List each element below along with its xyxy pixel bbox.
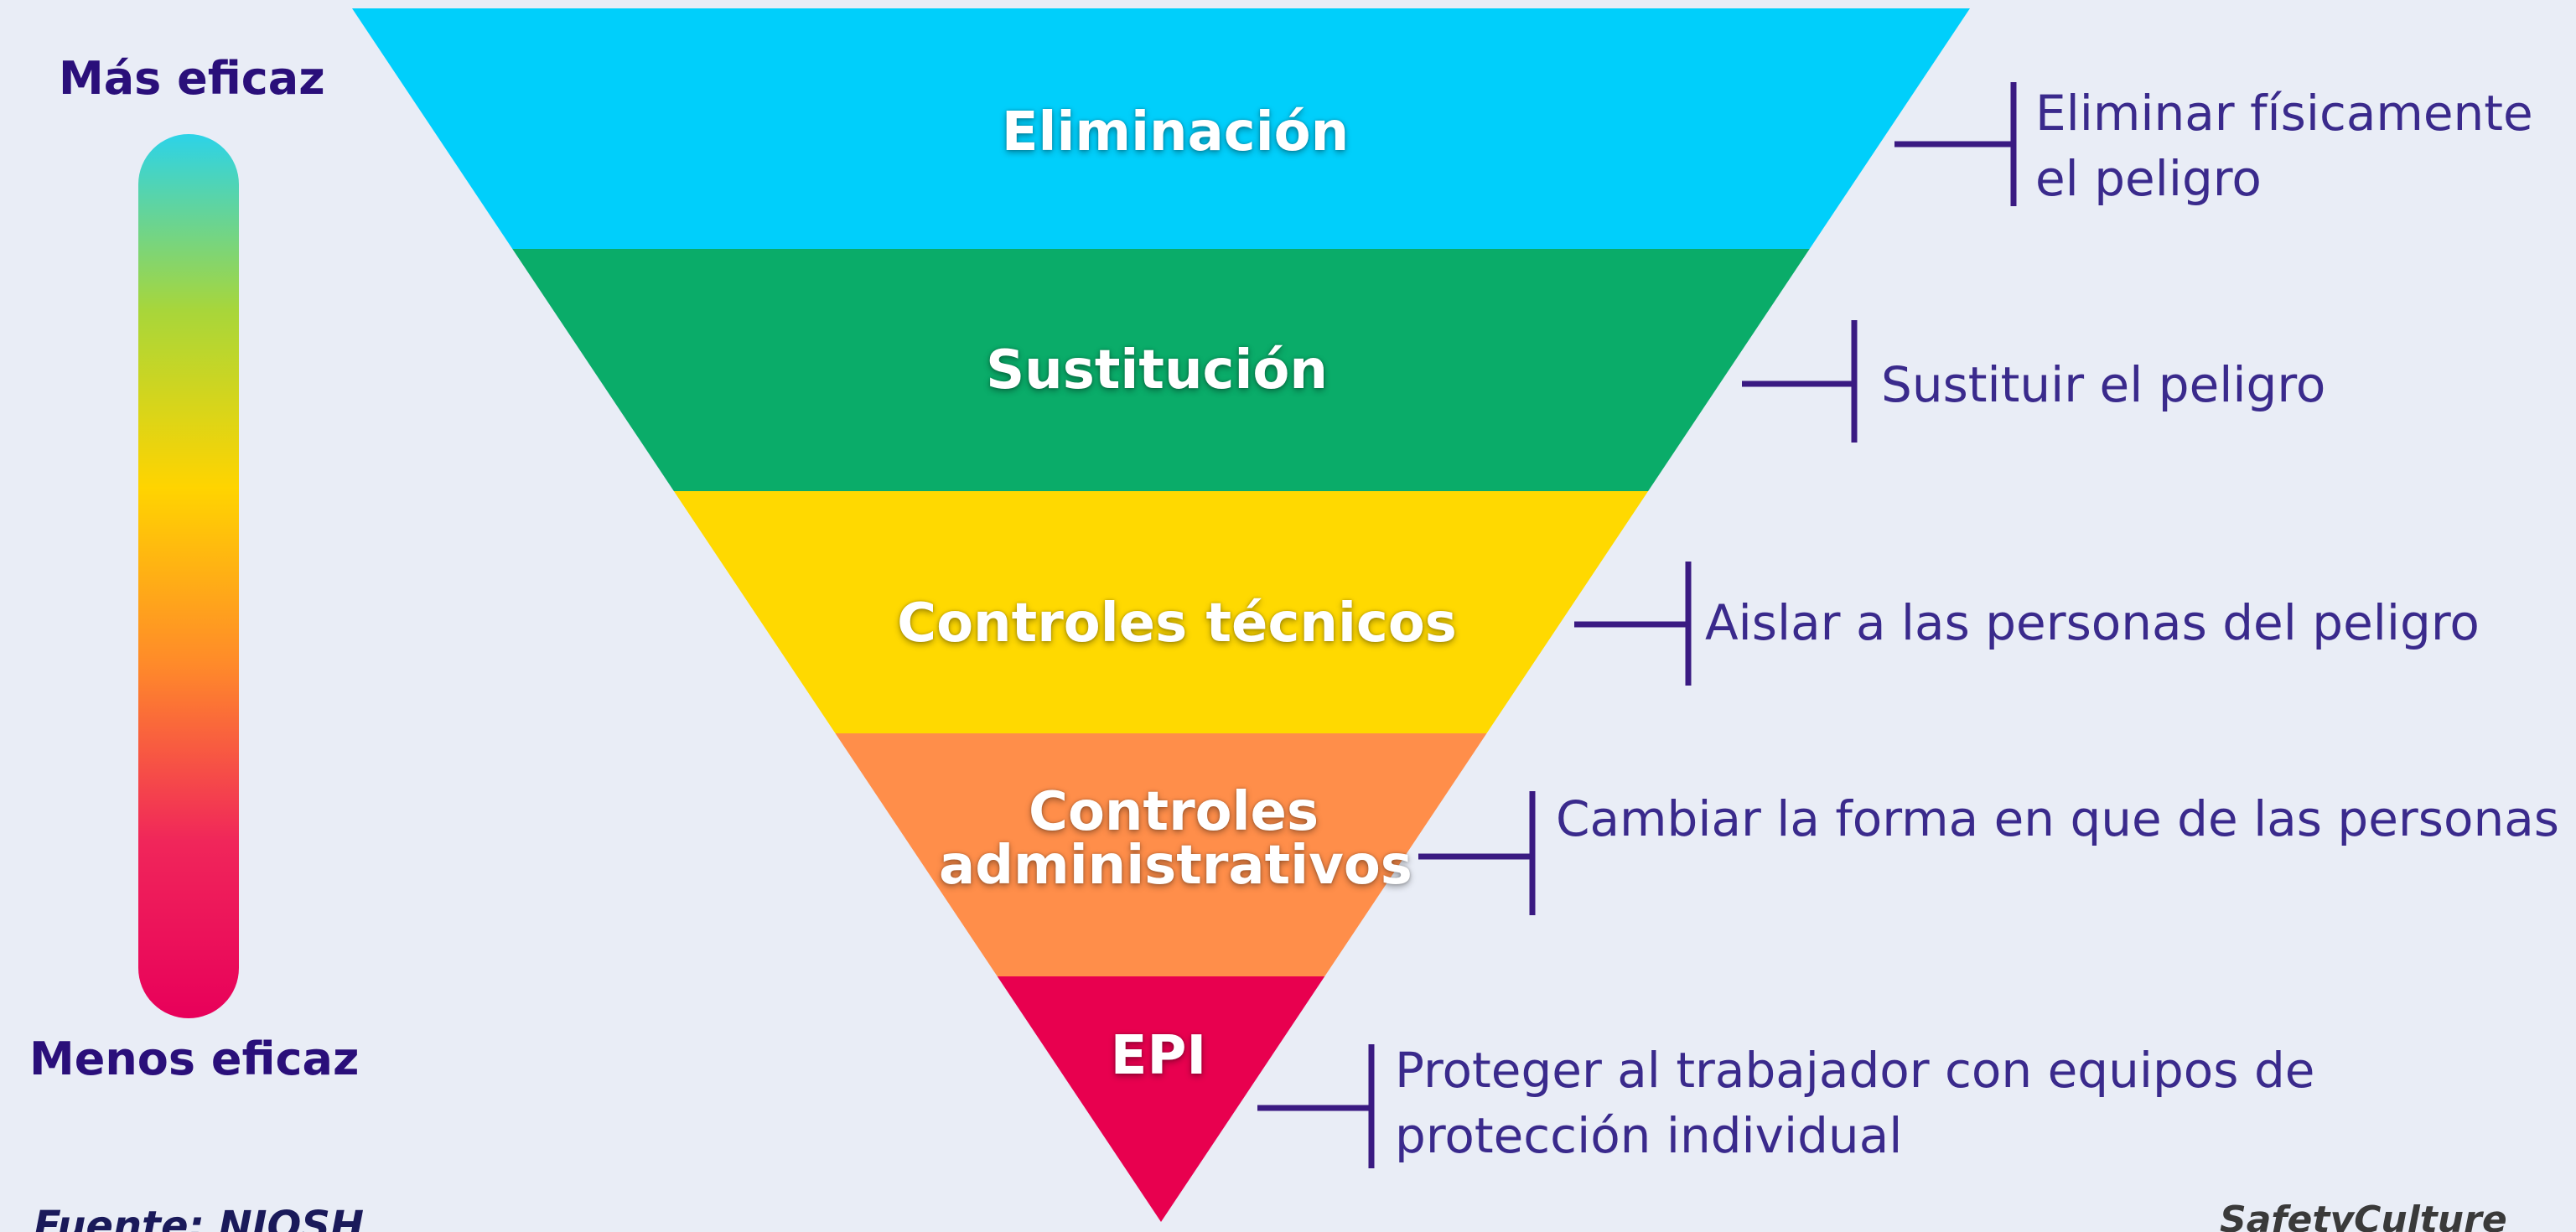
level-label-substitution: Sustitución [986, 339, 1328, 401]
level-label-administrative-controls: Controles administrativos [939, 781, 1412, 897]
brackets [1257, 82, 2017, 1168]
pyramid-band-ppe [997, 976, 1325, 1222]
description-administrative-controls: Cambiar la forma en que de las personas [1556, 790, 2559, 847]
description-ppe: Proteger al trabajador con equipos de pr… [1395, 1042, 2315, 1164]
level-label-elimination: Eliminación [1001, 101, 1350, 163]
description-substitution: Sustituir el peligro [1881, 356, 2326, 413]
pyramid-band-elimination [352, 8, 1970, 249]
description-elimination: Eliminar físicamente el peligro [2035, 85, 2533, 207]
least-effective-label: Menos eficaz [29, 1033, 360, 1085]
source-note: Fuente: NIOSH [34, 1203, 365, 1232]
most-effective-label: Más eficaz [59, 52, 325, 105]
pyramid [352, 8, 1970, 1222]
level-label-ppe: EPI [1110, 1025, 1207, 1087]
description-engineering-controls: Aislar a las personas del peligro [1705, 594, 2480, 651]
pyramid-band-engineering-controls [673, 491, 1649, 733]
level-label-engineering-controls: Controles técnicos [897, 593, 1457, 655]
pyramid-band-substitution [512, 249, 1810, 491]
pyramid-band-administrative-controls [835, 733, 1487, 976]
effectiveness-scale-bar [138, 134, 239, 1018]
brand-logo-text: SafetyCulture [2220, 1198, 2507, 1232]
